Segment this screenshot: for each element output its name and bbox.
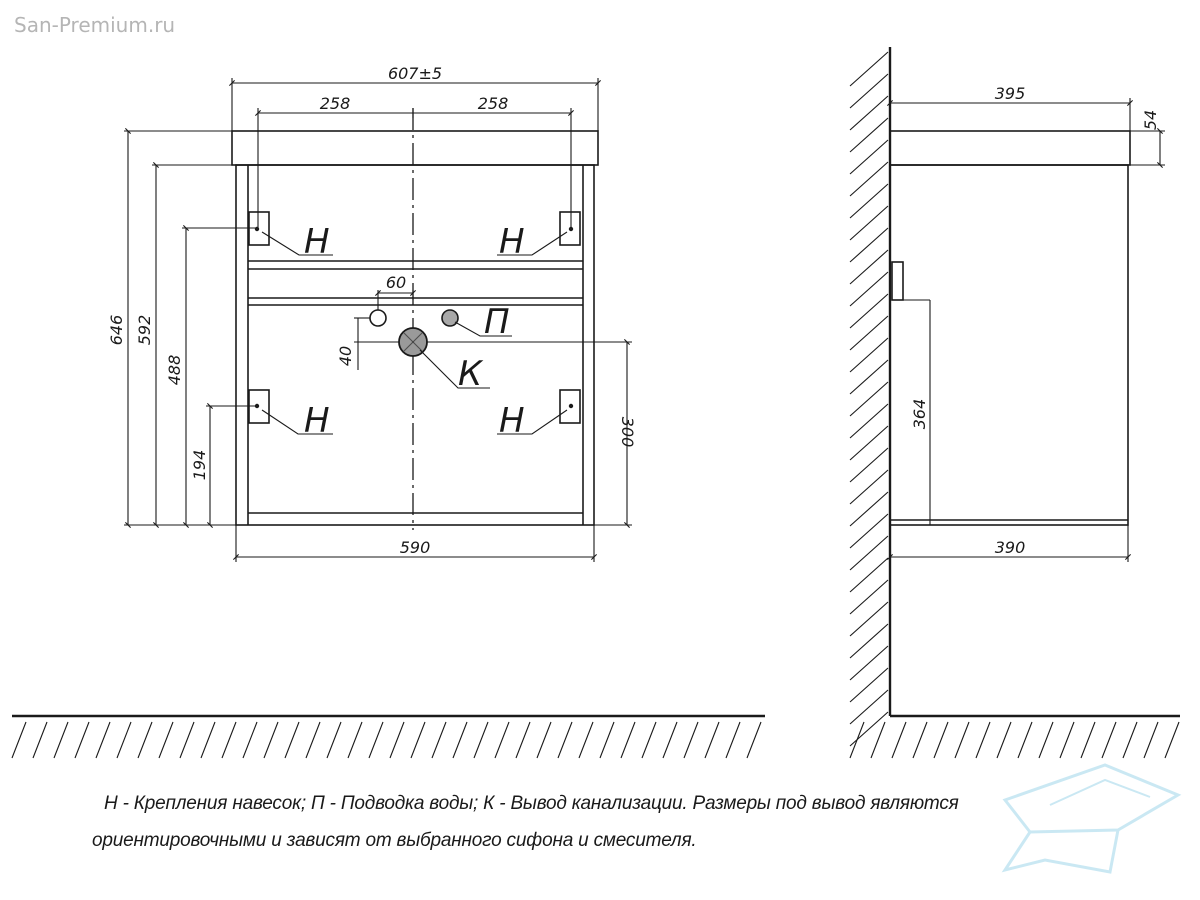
watermark-text: San-Premium.ru: [14, 13, 176, 37]
mount-bracket-top-right: [559, 211, 581, 246]
cabinet-body: [235, 164, 595, 526]
dim-height-194: 194: [190, 450, 209, 481]
dim-mount-right: 258: [478, 94, 509, 113]
label-mount-top-right: Н: [499, 222, 525, 262]
wall-hatch: [849, 51, 889, 747]
dim-top-depth: 395: [995, 84, 1026, 103]
dim-height-total: 646: [107, 315, 126, 346]
dim-mount-left: 258: [320, 94, 351, 113]
dim-drain-height: 300: [618, 417, 637, 448]
dim-height-488: 488: [165, 355, 184, 386]
dim-top-thickness: 54: [1141, 110, 1160, 130]
dim-body-height: 364: [910, 399, 929, 430]
dim-overall-width: 607±5: [388, 64, 442, 83]
mount-bracket-bottom-right: [559, 389, 581, 424]
label-drain: К: [458, 354, 484, 394]
dim-pipe-offset: 40: [336, 346, 355, 366]
floor-hatch: [11, 721, 762, 759]
label-mount-bottom-right: Н: [499, 401, 525, 441]
dim-bottom-width: 590: [400, 538, 431, 557]
dim-bottom-depth: 390: [995, 538, 1026, 557]
legend-line-2: ориентировочными и зависят от выбранного…: [92, 830, 697, 851]
side-cabinet-body: [889, 164, 1129, 526]
front-view: 607±5 258 258 646 592 488 194 590 60: [11, 64, 765, 759]
dim-pipe-spacing: 60: [386, 273, 406, 292]
dim-height-592: 592: [135, 315, 154, 346]
countertop: [231, 130, 599, 166]
side-floor-hatch: [849, 721, 1180, 759]
brand-logo-icon: [1001, 763, 1182, 874]
water-inlet-icon: [441, 309, 459, 327]
label-water: П: [484, 302, 510, 342]
label-mount-bottom-left: Н: [304, 401, 330, 441]
water-inlet-left: [369, 309, 387, 327]
label-mount-top-left: Н: [304, 222, 330, 262]
legend-line-1: Н - Крепления навесок; П - Подводка воды…: [104, 793, 959, 814]
side-countertop: [889, 130, 1131, 166]
side-view: 395 54 364 390: [849, 47, 1180, 759]
